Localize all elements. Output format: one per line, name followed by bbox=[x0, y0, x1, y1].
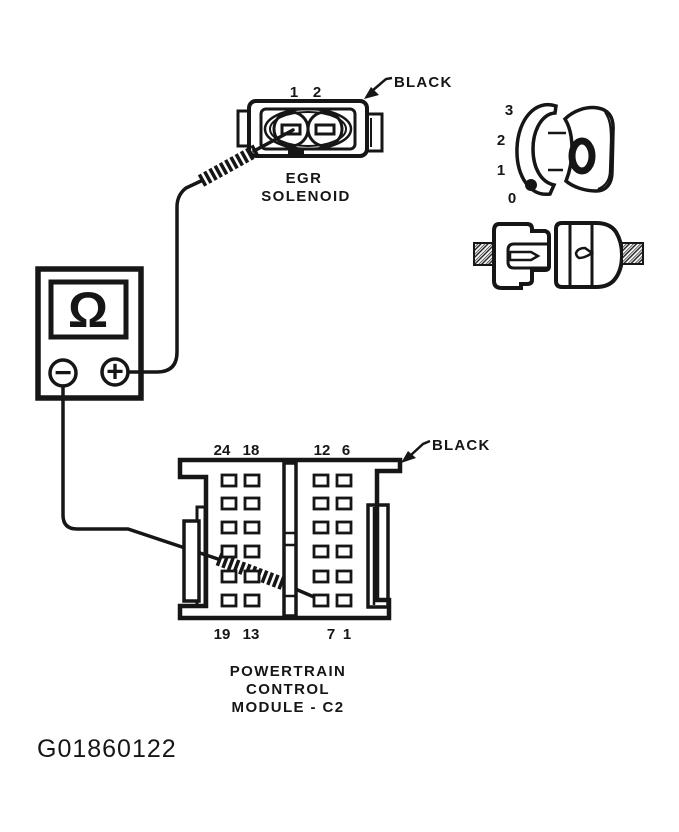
egr-caption-line2: SOLENOID bbox=[261, 188, 351, 205]
egr-terminal-slot-2 bbox=[314, 123, 336, 136]
negative-terminal-symbol: − bbox=[54, 357, 72, 390]
egr-color-callout: BLACK bbox=[364, 74, 453, 99]
female-wire-stub bbox=[621, 242, 644, 265]
pcm-pin bbox=[335, 520, 353, 535]
ohmmeter: Ω − + bbox=[35, 266, 144, 401]
pcm-latch-left bbox=[182, 519, 201, 603]
pcm-latch-right bbox=[366, 503, 390, 609]
pcm-connector: 24 18 12 6 19 13 7 1 bbox=[177, 442, 403, 643]
pcm-pin bbox=[243, 473, 261, 488]
pcm-pin bbox=[335, 473, 353, 488]
egr-color-label: BLACK bbox=[394, 74, 453, 91]
positive-terminal-symbol: + bbox=[106, 356, 124, 389]
egr-seal-inner bbox=[269, 111, 347, 147]
pcm-color-label: BLACK bbox=[432, 437, 491, 454]
female-contact-slot bbox=[574, 246, 595, 260]
pcm-pin bbox=[220, 473, 238, 488]
pcm-pin bbox=[312, 496, 330, 511]
pcm-pin-7-target bbox=[312, 593, 330, 608]
positive-probe-body bbox=[197, 144, 261, 187]
pcm-pin-label-7: 7 bbox=[327, 626, 335, 643]
terminal-body-edge-line bbox=[597, 111, 613, 191]
pcm-pin bbox=[312, 473, 330, 488]
pcm-pin-label-6: 6 bbox=[342, 442, 350, 459]
positive-probe-tip bbox=[252, 128, 295, 153]
scale-label-1: 1 bbox=[497, 162, 505, 179]
pcm-caption-line1: POWERTRAIN bbox=[230, 663, 347, 680]
retainer-crescent bbox=[515, 102, 558, 196]
egr-pin-label-2: 2 bbox=[313, 84, 321, 101]
pcm-center-divider bbox=[282, 461, 298, 618]
pcm-pin bbox=[335, 593, 353, 608]
pcm-pin bbox=[243, 569, 261, 584]
terminal-eyelet bbox=[568, 137, 596, 175]
egr-caption: EGR SOLENOID bbox=[261, 170, 351, 205]
pcm-pin bbox=[335, 544, 353, 559]
pcm-pin bbox=[220, 593, 238, 608]
pcm-pin bbox=[243, 593, 261, 608]
pcm-pin bbox=[243, 496, 261, 511]
pcm-callout-arrowhead bbox=[401, 451, 416, 463]
pcm-pin bbox=[335, 496, 353, 511]
scale-index-dot bbox=[525, 179, 537, 191]
scale-label-0: 0 bbox=[508, 190, 516, 207]
pcm-callout-line bbox=[410, 439, 431, 456]
male-terminal-tongue bbox=[508, 250, 541, 262]
pcm-pin bbox=[220, 544, 238, 559]
terminal-end-view: 3 2 1 0 bbox=[497, 102, 615, 207]
retainer-keyway-lines bbox=[548, 131, 566, 172]
pcm-pin bbox=[220, 496, 238, 511]
pcm-caption-line3: MODULE - C2 bbox=[232, 699, 345, 716]
pcm-pin-label-24: 24 bbox=[214, 442, 231, 459]
pcm-pin bbox=[243, 544, 261, 559]
ohmmeter-display-symbol: Ω bbox=[68, 282, 108, 338]
pcm-pin bbox=[312, 544, 330, 559]
egr-pin-label-1: 1 bbox=[290, 84, 298, 101]
male-wire-stub bbox=[473, 242, 495, 266]
pcm-divider-ticks bbox=[284, 531, 296, 598]
pcm-pin bbox=[220, 520, 238, 535]
pcm-pin-label-12: 12 bbox=[314, 442, 331, 459]
pcm-pin-label-13: 13 bbox=[243, 626, 260, 643]
pcm-caption: POWERTRAIN CONTROL MODULE - C2 bbox=[230, 663, 347, 716]
pcm-pin-label-18: 18 bbox=[243, 442, 260, 459]
pcm-caption-line2: CONTROL bbox=[246, 681, 330, 698]
egr-tab-right bbox=[365, 112, 384, 153]
pcm-color-callout: BLACK bbox=[401, 437, 491, 463]
egr-connector: 1 2 bbox=[236, 84, 384, 158]
pcm-pin bbox=[335, 569, 353, 584]
negative-lead-wire bbox=[61, 384, 220, 561]
scale-label-2: 2 bbox=[497, 132, 505, 149]
pcm-pin bbox=[220, 569, 238, 584]
pcm-pin bbox=[243, 520, 261, 535]
scale-label-3: 3 bbox=[505, 102, 513, 119]
pcm-pin-grid bbox=[220, 473, 353, 608]
pcm-pin-label-1: 1 bbox=[343, 626, 351, 643]
egr-seal-outer bbox=[263, 107, 353, 151]
male-terminal-slot bbox=[506, 242, 549, 270]
ohmmeter-display bbox=[48, 279, 129, 340]
egr-callout-line bbox=[371, 76, 393, 92]
egr-cavity-2 bbox=[306, 110, 344, 148]
terminal-side-view bbox=[473, 221, 644, 290]
pcm-pin bbox=[312, 520, 330, 535]
pcm-pin-label-19: 19 bbox=[214, 626, 231, 643]
pcm-pin bbox=[312, 569, 330, 584]
egr-caption-line1: EGR bbox=[286, 170, 323, 187]
egr-callout-arrowhead bbox=[364, 87, 379, 99]
egr-index-notch bbox=[288, 150, 304, 156]
positive-lead-wire bbox=[126, 179, 203, 374]
figure-id: G01860122 bbox=[37, 735, 177, 763]
